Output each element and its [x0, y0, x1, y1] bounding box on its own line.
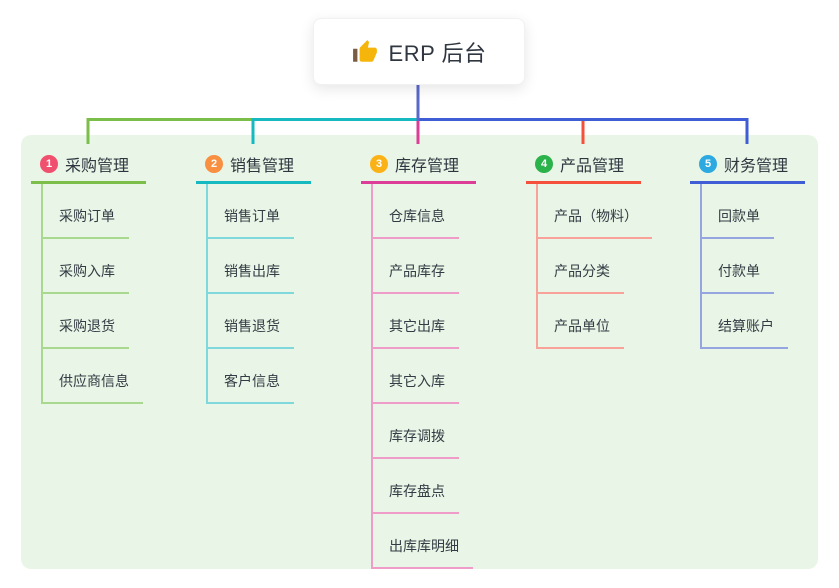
child-item[interactable]: 客户信息: [208, 349, 294, 404]
branch-header[interactable]: 2 销售管理: [196, 150, 311, 184]
branch-column-3: 3 库存管理 仓库信息产品库存其它出库其它入库库存调拨库存盘点出库库明细: [361, 150, 491, 569]
branch-children: 回款单付款单结算账户: [700, 184, 820, 349]
branch-label: 采购管理: [65, 158, 130, 175]
branch-column-1: 1 采购管理 采购订单采购入库采购退货供应商信息: [31, 150, 161, 404]
child-item[interactable]: 回款单: [702, 184, 774, 239]
root-label: ERP 后台: [388, 40, 487, 66]
branch-label: 产品管理: [560, 158, 625, 175]
branch-label: 库存管理: [395, 158, 460, 175]
child-item[interactable]: 销售退货: [208, 294, 294, 349]
branch-column-4: 4 产品管理 产品（物料）产品分类产品单位: [526, 150, 656, 349]
child-item[interactable]: 供应商信息: [43, 349, 143, 404]
branch-label: 财务管理: [724, 158, 789, 175]
child-item[interactable]: 库存盘点: [373, 459, 459, 514]
branch-number-badge: 1: [40, 155, 58, 173]
branch-header[interactable]: 1 采购管理: [31, 150, 146, 184]
child-item[interactable]: 销售订单: [208, 184, 294, 239]
child-item[interactable]: 库存调拨: [373, 404, 459, 459]
branch-children: 采购订单采购入库采购退货供应商信息: [41, 184, 161, 404]
branch-number-badge: 4: [535, 155, 553, 173]
branch-label: 销售管理: [230, 158, 295, 175]
mindmap-panel: [21, 135, 818, 569]
child-item[interactable]: 采购退货: [43, 294, 129, 349]
branch-children: 销售订单销售出库销售退货客户信息: [206, 184, 326, 404]
branch-number-badge: 5: [699, 155, 717, 173]
branch-children: 仓库信息产品库存其它出库其它入库库存调拨库存盘点出库库明细: [371, 184, 491, 569]
child-item[interactable]: 付款单: [702, 239, 774, 294]
child-item[interactable]: 结算账户: [702, 294, 788, 349]
branch-number-badge: 3: [370, 155, 388, 173]
child-item[interactable]: 仓库信息: [373, 184, 459, 239]
branch-column-5: 5 财务管理 回款单付款单结算账户: [690, 150, 820, 349]
thumbs-up-icon: [352, 39, 378, 65]
branch-header[interactable]: 5 财务管理: [690, 150, 805, 184]
child-item[interactable]: 产品库存: [373, 239, 459, 294]
child-item[interactable]: 其它入库: [373, 349, 459, 404]
child-item[interactable]: 采购订单: [43, 184, 129, 239]
child-item[interactable]: 销售出库: [208, 239, 294, 294]
child-item[interactable]: 产品单位: [538, 294, 624, 349]
child-item[interactable]: 采购入库: [43, 239, 129, 294]
child-item[interactable]: 产品（物料）: [538, 184, 652, 239]
branch-header[interactable]: 3 库存管理: [361, 150, 476, 184]
child-item[interactable]: 出库库明细: [373, 514, 473, 569]
branch-children: 产品（物料）产品分类产品单位: [536, 184, 656, 349]
branch-header[interactable]: 4 产品管理: [526, 150, 641, 184]
child-item[interactable]: 产品分类: [538, 239, 624, 294]
branch-number-badge: 2: [205, 155, 223, 173]
branch-column-2: 2 销售管理 销售订单销售出库销售退货客户信息: [196, 150, 326, 404]
root-node[interactable]: ERP 后台: [313, 18, 525, 85]
child-item[interactable]: 其它出库: [373, 294, 459, 349]
